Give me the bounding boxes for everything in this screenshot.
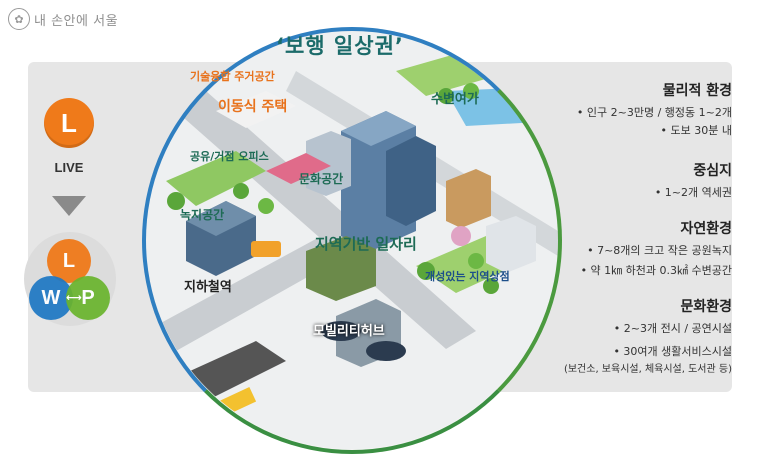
right-panel: 물리적 환경 • 인구 2~3만명 / 행정동 1~2개 • 도보 30분 내 … (545, 62, 732, 392)
lwp-p-circle: P (66, 276, 110, 320)
section-title-nature: 자연환경 (680, 221, 732, 237)
walking-zone-ring (142, 27, 562, 454)
arrow-down-icon (52, 196, 86, 216)
section-title-physical: 물리적 환경 (662, 83, 732, 99)
section-title-culture: 문화환경 (680, 299, 732, 315)
lwp-w-circle: W (29, 276, 73, 320)
section-item: • 도보 30분 내 (660, 124, 732, 137)
double-arrow-icon: ⟷ (66, 291, 82, 304)
label-culture-space: 문화공간 (299, 172, 344, 186)
logo-text: 내 손안에 서울 (34, 13, 119, 29)
label-mobile-house: 이동식 주택 (218, 99, 288, 115)
label-waterfront: 수변여가 (431, 92, 479, 107)
lwp-l-circle: L (47, 239, 91, 283)
section-item: • 30여개 생활서비스시설 (613, 345, 732, 358)
live-badge: L (44, 98, 94, 148)
live-label: LIVE (54, 160, 84, 175)
section-item: • 인구 2~3만명 / 행정동 1~2개 (576, 106, 732, 119)
label-shared-office: 공유/거점 오피스 (190, 150, 269, 163)
section-item-note: (보건소, 보육시설, 체육시설, 도서관 등) (563, 364, 732, 375)
label-subway-station: 지하철역 (184, 280, 232, 295)
section-title-center: 중심지 (693, 163, 732, 179)
label-local-jobs: 지역기반 일자리 (315, 235, 417, 253)
section-item: • 1~2개 역세권 (654, 186, 732, 199)
section-item: • 7~8개의 크고 작은 공원녹지 (587, 244, 732, 257)
label-fusion-housing: 기술융합 주거공간 (190, 70, 275, 83)
label-mobility-hub: 모빌리티허브 (313, 324, 385, 339)
label-green-space: 녹지공간 (180, 208, 225, 222)
section-item: • 약 1㎞ 하천과 0.3㎢ 수변공간 (580, 264, 732, 277)
label-unique-shops: 개성있는 지역상점 (425, 270, 510, 283)
page-title: ‘보행 일상권’ (276, 34, 404, 58)
section-item: • 2~3개 전시 / 공연시설 (613, 322, 732, 335)
seoul-logo: ✿ 내 손안에 서울 (8, 8, 118, 30)
seoul-emblem-icon: ✿ (8, 8, 30, 30)
